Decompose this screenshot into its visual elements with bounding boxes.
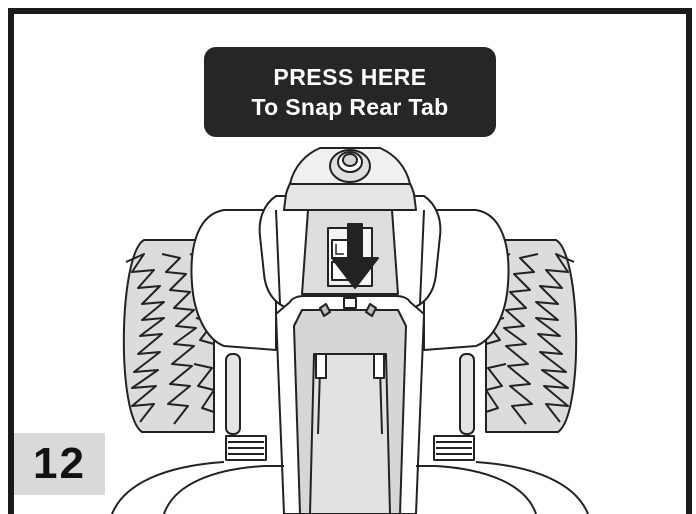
press-here-callout: PRESS HERE To Snap Rear Tab bbox=[204, 47, 496, 137]
callout-line-1: PRESS HERE bbox=[204, 62, 496, 92]
callout-line-2: To Snap Rear Tab bbox=[204, 92, 496, 122]
step-number-badge: 12 bbox=[14, 433, 105, 495]
instruction-frame: PRESS HERE To Snap Rear Tab 12 bbox=[8, 8, 692, 514]
